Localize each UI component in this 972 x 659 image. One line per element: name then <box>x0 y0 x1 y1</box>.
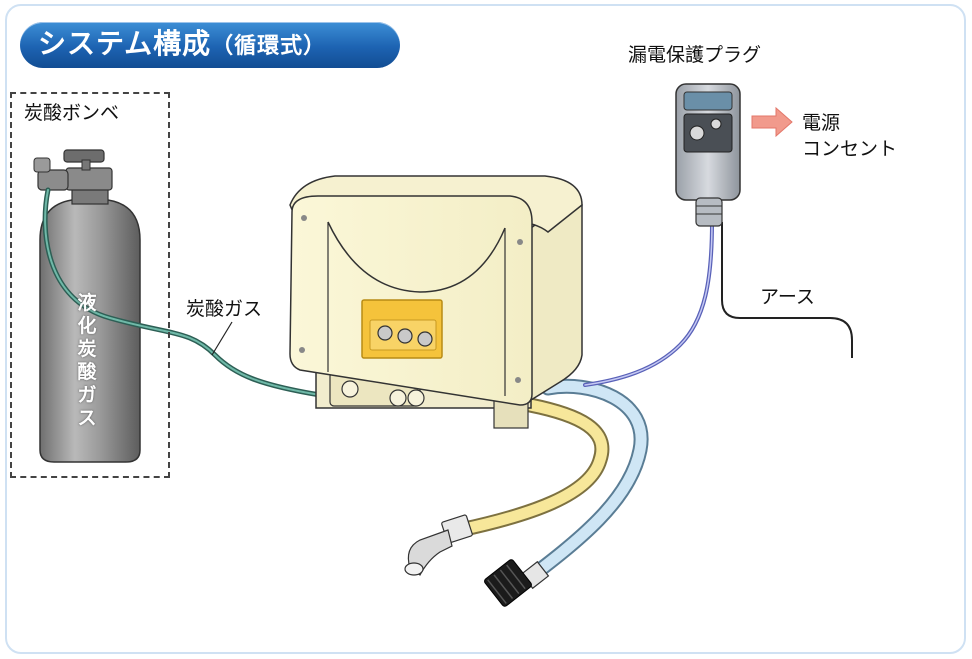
unit-side <box>530 204 583 402</box>
label-co2-cylinder: 炭酸ボンベ <box>24 102 120 124</box>
panel-button-2 <box>397 328 413 344</box>
title-sub: （循環式） <box>211 34 327 59</box>
panel-button-1 <box>377 325 393 341</box>
label-power-line2: コンセント <box>802 138 898 160</box>
label-earth: アース <box>760 286 815 308</box>
page-title: システム構成（循環式） <box>38 30 326 58</box>
valve-stem <box>81 159 91 171</box>
blue-hose-fill <box>514 380 647 591</box>
carbonation-unit <box>289 175 583 429</box>
regulator-gauge <box>33 157 51 173</box>
power-cord-highlight <box>584 221 713 386</box>
co2-cylinder <box>33 149 141 463</box>
co2-gas-hose-highlight <box>44 189 321 396</box>
regulator <box>37 169 69 191</box>
label-leakage-plug: 漏電保護プラグ <box>628 44 762 66</box>
front-arch <box>327 221 506 293</box>
earth-wire <box>721 222 853 358</box>
power-cord <box>583 220 714 387</box>
title-main: システム構成 <box>38 27 212 60</box>
plug-test-button <box>689 125 705 141</box>
intake-strainer <box>484 559 550 607</box>
label-liquefied-co2: 液化炭酸ガス <box>77 292 97 429</box>
label-power-line1: 電源 <box>802 112 841 134</box>
panel-button-3 <box>417 331 433 347</box>
cylinder-body <box>39 199 141 463</box>
cylinder-group-box <box>10 92 170 478</box>
title-banner <box>20 22 400 68</box>
plug-window <box>683 91 733 111</box>
co2-gas-leader <box>211 321 233 356</box>
label-co2-gas: 炭酸ガス <box>186 298 263 320</box>
yellow-hose-fill <box>454 399 608 536</box>
plug-strain-relief <box>695 197 723 227</box>
return-nozzle <box>404 514 473 576</box>
outlet-arrow <box>751 106 793 138</box>
plug-reset-button <box>710 118 722 130</box>
leakage-protection-plug <box>675 83 741 227</box>
